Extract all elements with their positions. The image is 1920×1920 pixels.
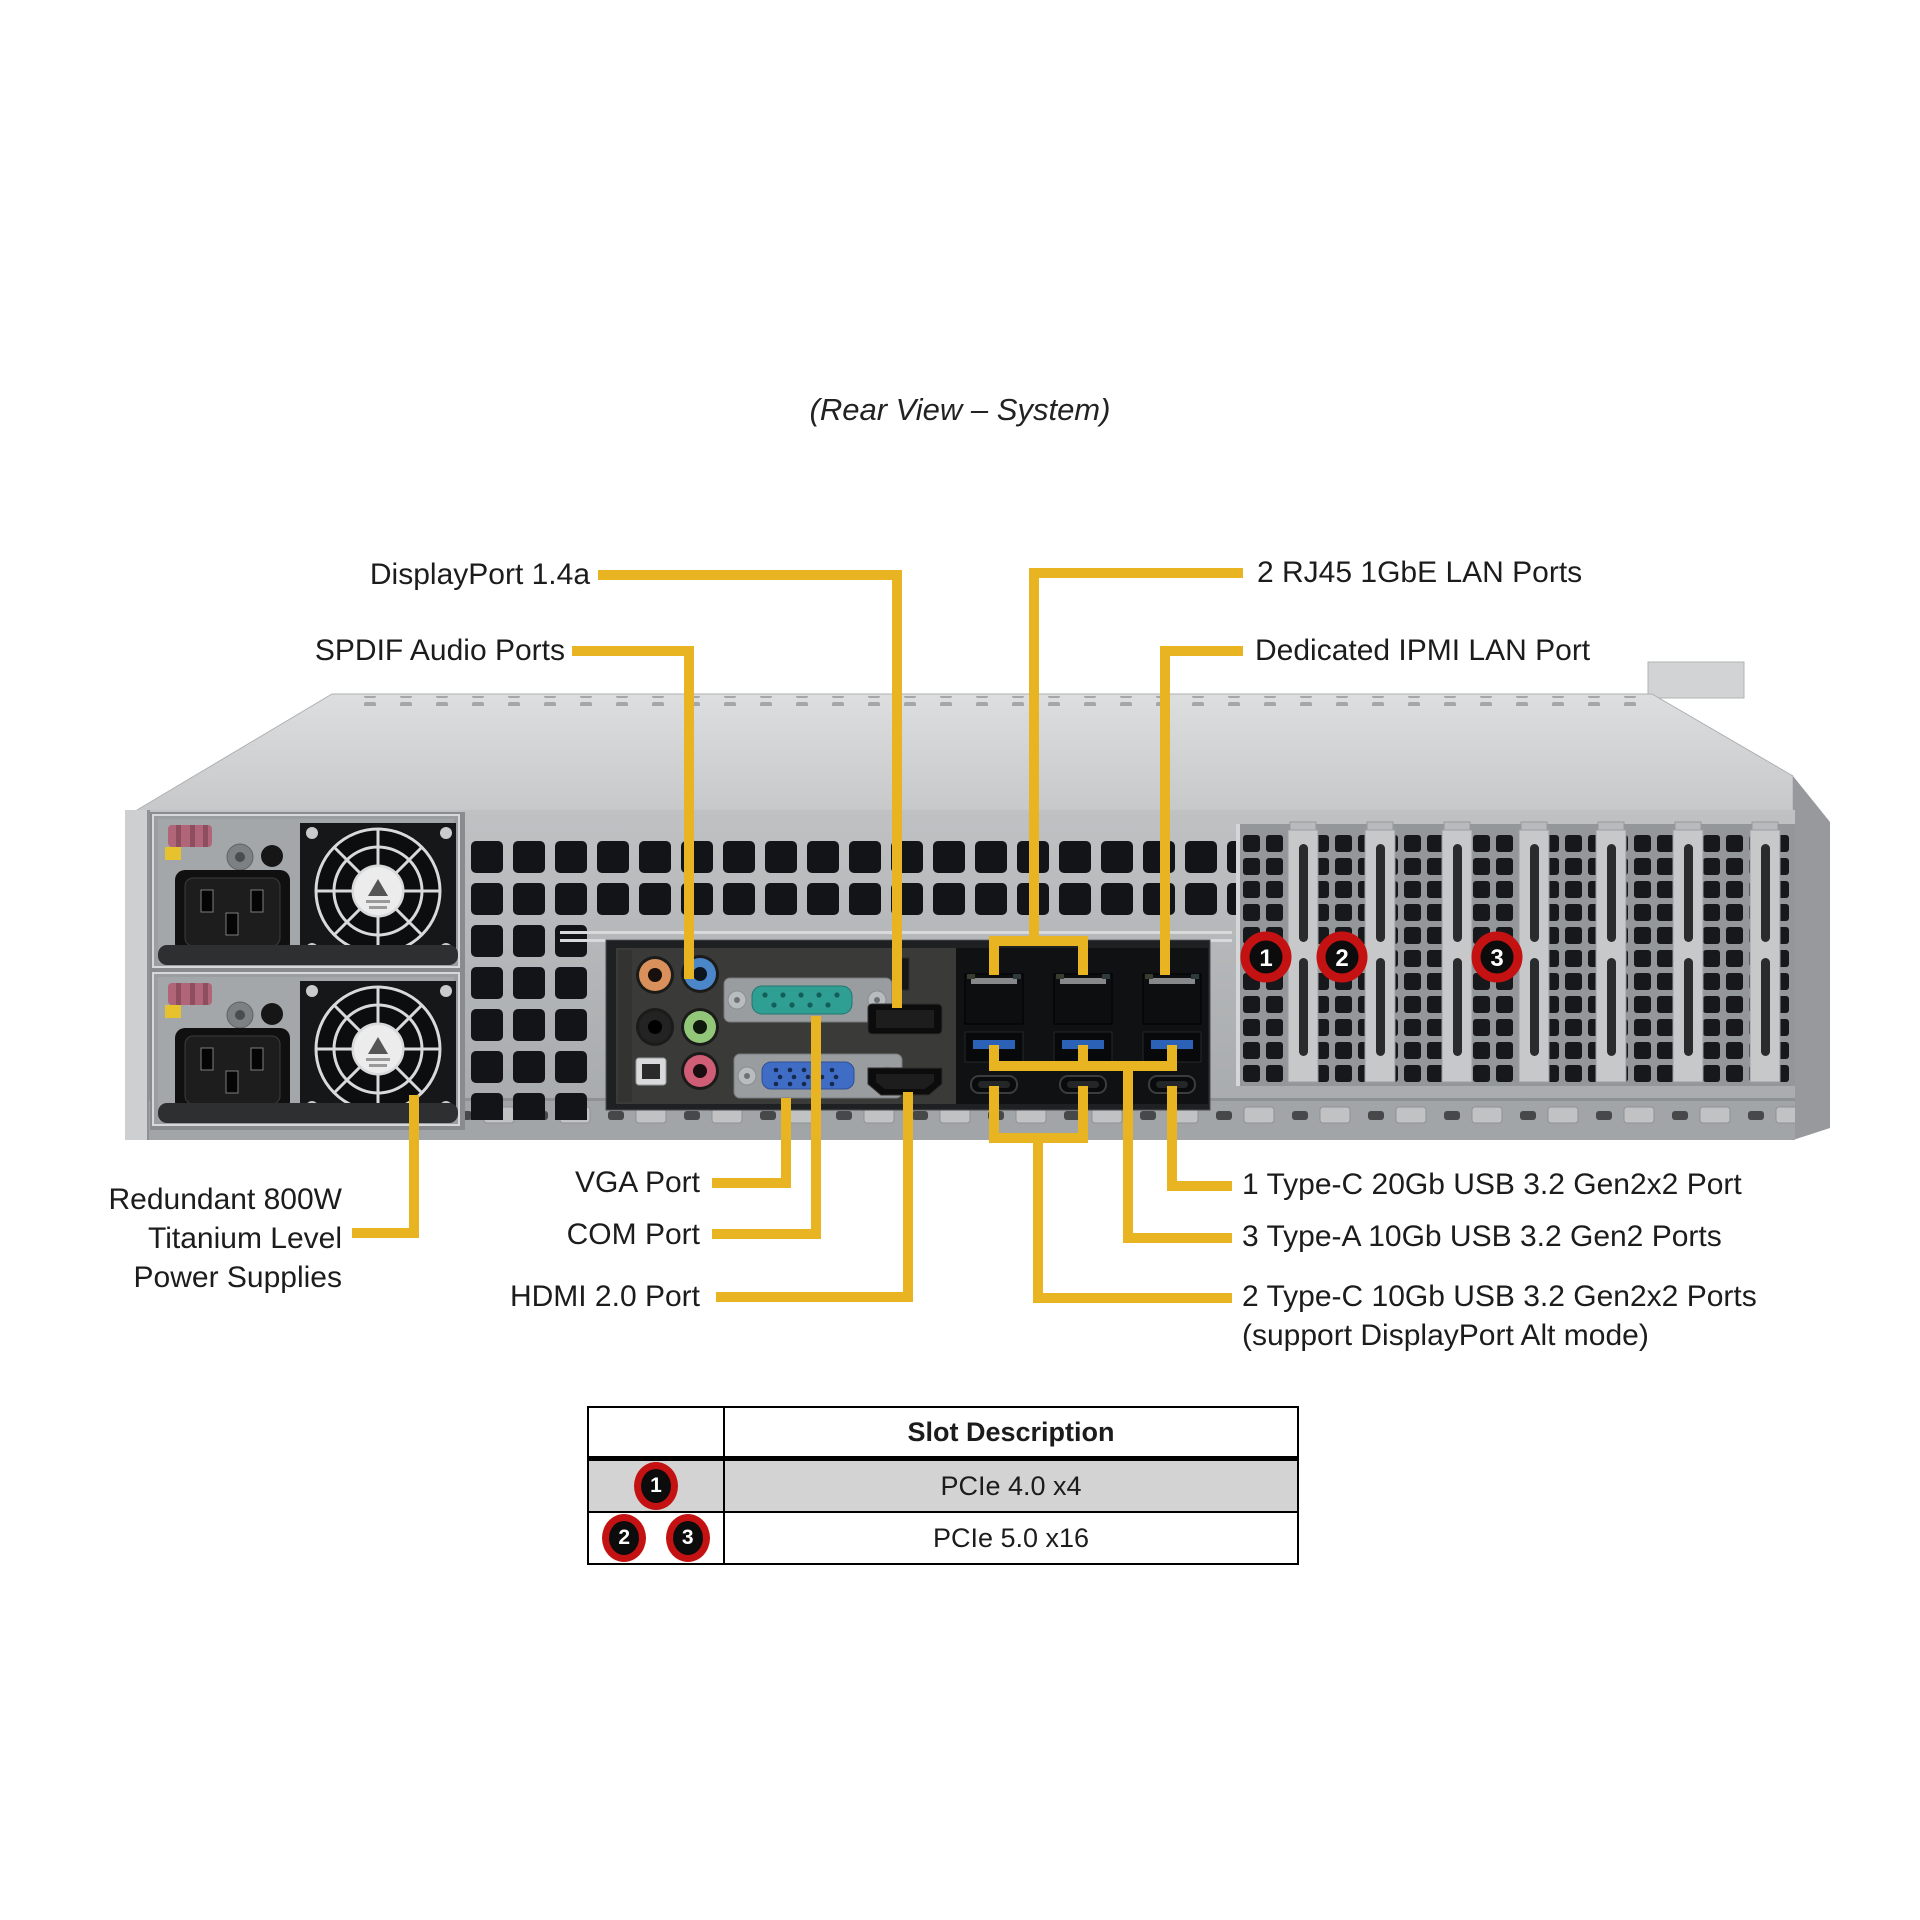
io-panel xyxy=(605,939,1211,1111)
diagram-title: (Rear View – System) xyxy=(809,392,1111,427)
lan-usb-ports xyxy=(964,973,1202,1094)
line-psu xyxy=(352,1095,419,1238)
power-supply-bay xyxy=(150,812,465,1130)
label-ipmi: Dedicated IPMI LAN Port xyxy=(1255,634,1591,667)
slot-table-row-1: 1 PCIe 4.0 x4 xyxy=(587,1457,1299,1513)
audio-jacks xyxy=(635,955,719,1090)
line-rj45 xyxy=(1029,568,1243,941)
table-marker-1: 1 xyxy=(634,1462,678,1510)
line-vga xyxy=(712,1098,791,1188)
lan-port-2 xyxy=(1053,973,1113,1025)
label-psu: Redundant 800W Titanium Level Power Supp… xyxy=(108,1183,343,1294)
lan-port-1 xyxy=(964,973,1024,1025)
table-marker-3: 3 xyxy=(665,1514,710,1562)
label-usb-c20: 1 Type-C 20Gb USB 3.2 Gen2x2 Port xyxy=(1242,1168,1742,1201)
table-marker-2: 2 xyxy=(602,1514,647,1562)
svg-text:1: 1 xyxy=(1259,945,1272,972)
line-com xyxy=(712,1016,821,1239)
power-supply-1 xyxy=(152,814,460,968)
line-displayport xyxy=(598,570,902,1008)
svg-text:2: 2 xyxy=(1335,945,1348,972)
slot-marker-3: 3 xyxy=(1471,931,1523,983)
slot-table-row-2: 2 3 PCIe 5.0 x16 xyxy=(587,1511,1299,1565)
line-spdif xyxy=(572,646,694,979)
label-com: COM Port xyxy=(566,1218,700,1251)
slot-cell-markers: 2 3 xyxy=(587,1511,725,1565)
slot-cell-markers: 1 xyxy=(587,1457,725,1513)
label-usb-a10: 3 Type-A 10Gb USB 3.2 Gen2 Ports xyxy=(1242,1220,1722,1253)
slot-cell-description: PCIe 4.0 x4 xyxy=(723,1457,1299,1513)
callout-lines xyxy=(352,568,1243,1303)
lan-port-ipmi xyxy=(1142,973,1202,1025)
label-spdif: SPDIF Audio Ports xyxy=(314,634,565,667)
spdif-optical-port xyxy=(635,1057,667,1086)
slot-cell-description: PCIe 5.0 x16 xyxy=(723,1511,1299,1565)
line-usbc20 xyxy=(1167,1086,1232,1191)
line-usbc10 xyxy=(1033,1138,1232,1303)
label-usb-c10: 2 Type-C 10Gb USB 3.2 Gen2x2 Ports xyxy=(1242,1280,1757,1313)
label-vga: VGA Port xyxy=(574,1166,700,1199)
label-displayport: DisplayPort 1.4a xyxy=(369,558,590,591)
label-rj45: 2 RJ45 1GbE LAN Ports xyxy=(1257,556,1583,589)
slot-marker-1: 1 xyxy=(1240,931,1292,983)
slot-table-header-empty xyxy=(587,1406,725,1461)
slot-table-header-row: Slot Description xyxy=(587,1406,1299,1461)
slot-markers: 1 2 3 xyxy=(1240,931,1523,983)
displayport-port xyxy=(867,957,943,1035)
slot-table-container: Slot Description 1 PCIe 4.0 x4 2 3 PCIe … xyxy=(587,1406,1299,1565)
line-hdmi xyxy=(716,1092,913,1302)
slot-table: Slot Description 1 PCIe 4.0 x4 2 3 PCIe … xyxy=(587,1406,1299,1565)
slot-marker-2: 2 xyxy=(1316,931,1368,983)
line-usba xyxy=(1123,1066,1232,1243)
svg-text:3: 3 xyxy=(1490,945,1503,972)
line-rj45-bracket xyxy=(989,936,1088,975)
hdmi-port xyxy=(867,1067,943,1096)
slot-table-header-description: Slot Description xyxy=(723,1406,1299,1461)
com-port xyxy=(723,977,893,1023)
label-usb-c10-note: (support DisplayPort Alt mode) xyxy=(1242,1319,1649,1352)
label-hdmi: HDMI 2.0 Port xyxy=(509,1280,700,1313)
power-supply-2 xyxy=(152,972,460,1126)
line-ipmi xyxy=(1160,646,1243,975)
